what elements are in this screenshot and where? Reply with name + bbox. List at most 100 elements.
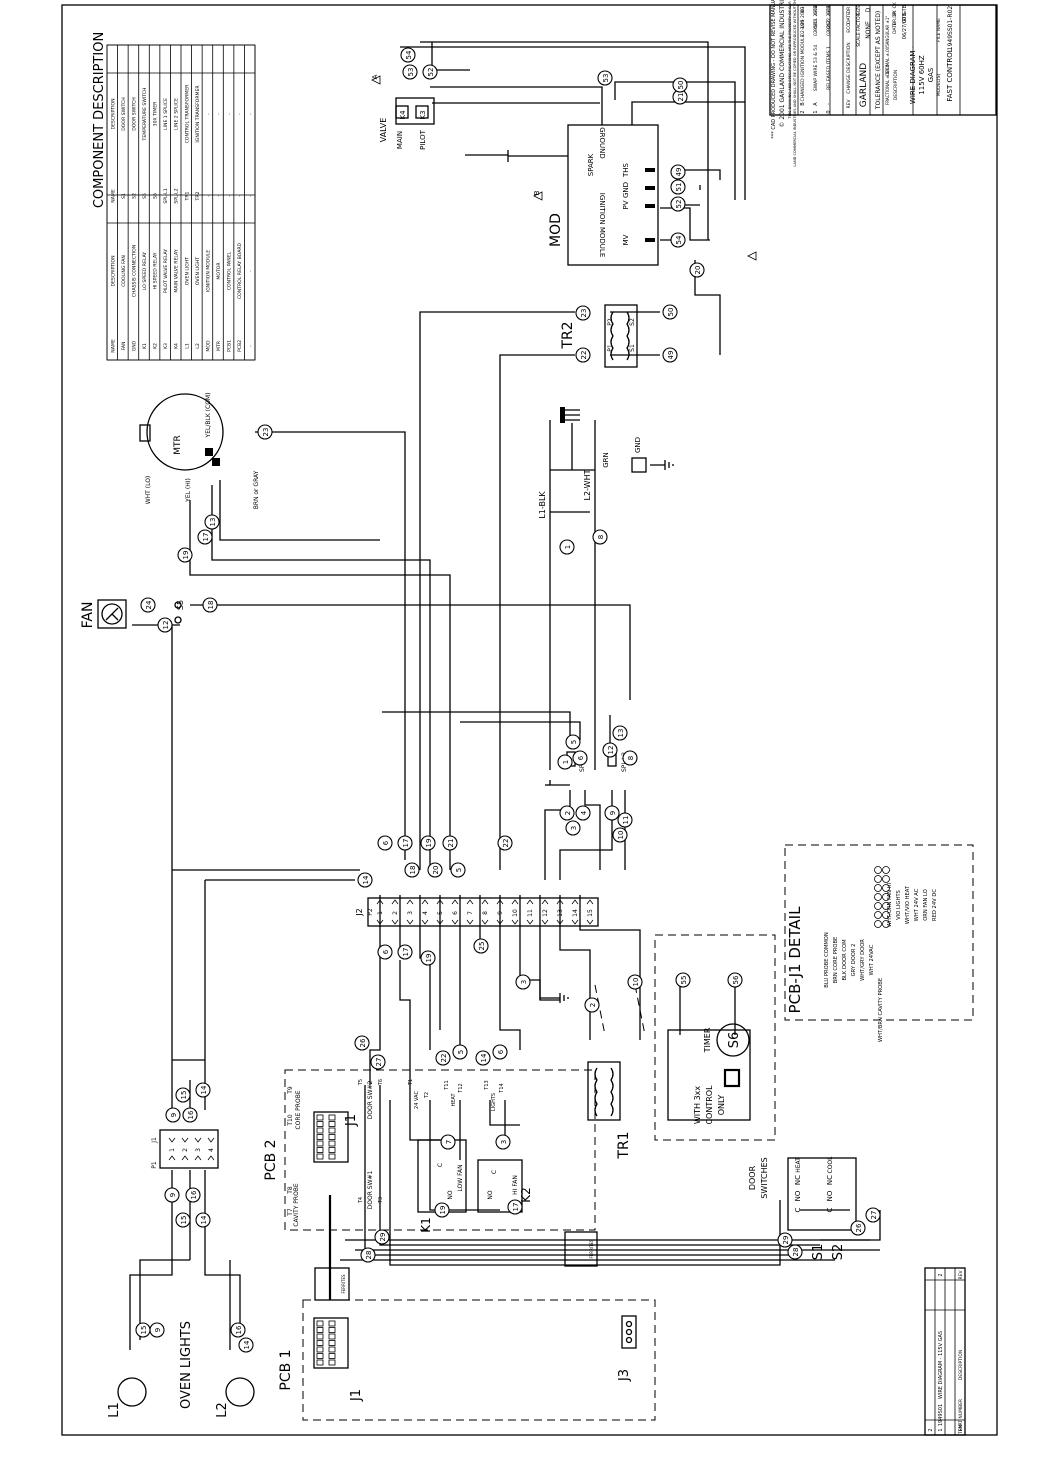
wire-number: 27 (870, 1211, 878, 1220)
wire-number-bubble: 4 (575, 805, 591, 821)
wire-number: 3 (570, 826, 578, 830)
detail-pin (882, 902, 890, 910)
wire-number-bubble: 21 (442, 835, 458, 851)
table-cell: S5 (142, 193, 148, 199)
wire-number: 19 (439, 1206, 447, 1215)
svg-text:L2-WHT: L2-WHT (583, 469, 592, 500)
wire-number: 22 (440, 1054, 448, 1063)
wire-number: 26 (359, 1038, 367, 1047)
wire-number-bubble: 6 (572, 750, 588, 766)
j2-pin-number: 14 (572, 909, 579, 917)
svg-text:S6: S6 (727, 1032, 742, 1049)
table-cell: PCB2 (237, 340, 243, 352)
wire-number-bubble: 55 (675, 972, 691, 988)
wire-number-bubble: 13 (612, 725, 628, 741)
svg-text:COOL: COOL (827, 1156, 834, 1174)
wire-number-bubble: 14 (238, 1337, 254, 1353)
svg-text:P1: P1 (151, 1161, 158, 1169)
rev-description: RELEASED ITEMS 1 (826, 46, 832, 90)
pcb1-label: PCB 1 (278, 1349, 294, 1390)
rev-header: CHANGE DESCRIPTION (846, 42, 852, 93)
wire-number: 7 (445, 1140, 453, 1144)
wire-number-bubble: 14 (357, 872, 373, 888)
wire-number: 8 (597, 535, 605, 539)
table-cell: - (249, 195, 254, 197)
wire-number: 16 (187, 1110, 195, 1119)
svg-text:CORE PROBE: CORE PROBE (295, 1090, 302, 1129)
table-cell: S2 (131, 193, 137, 199)
wire-number-bubble: 8 (592, 529, 608, 545)
svg-text:GND: GND (634, 437, 642, 453)
wire-number: 14 (243, 1340, 251, 1349)
wire-number: 17 (402, 948, 410, 957)
detail-wire-label: WHT 24V AC (914, 888, 920, 921)
detail-wire-label: WHT/GRY DOOR (860, 939, 866, 981)
svg-text:24 VAC: 24 VAC (414, 1091, 420, 1109)
wire-number-bubble: 12 (157, 617, 173, 633)
wire-number-bubble: 27 (865, 1207, 881, 1223)
svg-text:S1: S1 (629, 344, 636, 352)
svg-text:T4: T4 (358, 1197, 364, 1204)
wire-number: 49 (675, 168, 683, 177)
svg-text:T8: T8 (287, 1186, 294, 1195)
wire-number-bubble: 3 (515, 974, 531, 990)
wire-number: 23 (262, 428, 270, 437)
detail-wire-label: WHT/ORN FAN HI (887, 882, 893, 927)
ck-value: GTB (902, 4, 908, 15)
title-warning: *** CAD PRODUCED DRAWING - DO NOT REVISE… (771, 0, 777, 139)
wire-number-bubble: 22 (435, 1050, 451, 1066)
table-cell: - (228, 113, 233, 115)
size-value: D (865, 7, 872, 12)
connector-pin (316, 1353, 324, 1359)
wire-number-bubble: 1 (557, 754, 573, 770)
pcb2-board: PCB 2 J1 CORE PROBE CAVITY PROBE T9 T10 … (263, 1069, 596, 1233)
power-cord: L1-BLK L2-WHT GRN GND (538, 407, 647, 519)
detail-pin (882, 875, 890, 883)
j2-pin-number: 8 (482, 911, 489, 915)
rev-letter: - (826, 103, 832, 105)
k2-relay (477, 1159, 523, 1213)
wire-number: 19 (182, 551, 190, 560)
table-cell: L1 (184, 343, 190, 349)
table-cell: LINE 1 SPLICE (163, 98, 169, 130)
svg-text:A: A (371, 74, 379, 79)
j2-pin (391, 899, 399, 925)
pcb1-j1 (313, 1317, 349, 1369)
parts-item: 1 (938, 1428, 944, 1431)
wire-number-bubble: 16 (230, 1322, 246, 1338)
wire-number-bubble: 29 (374, 1229, 390, 1245)
wire-number: 14 (480, 1053, 488, 1062)
svg-text:NO: NO (447, 1190, 454, 1199)
wire-number-bubble: 18 (404, 862, 420, 878)
wire-number-bubble: 15 (175, 1212, 191, 1228)
wire-number: 20 (694, 266, 702, 275)
table-cell: TR2 (195, 191, 201, 201)
rev-header: DR (846, 7, 852, 14)
svg-text:SWITCHES: SWITCHES (760, 1157, 769, 1199)
wire-number-bubble: 52 (422, 64, 438, 80)
table-cell: OVEN LIGHT (184, 257, 190, 285)
connector-pin (328, 1320, 336, 1327)
wire-number-bubble: 17 (397, 835, 413, 851)
wire-number: 5 (570, 740, 578, 744)
table-cell: DOOR SWITCH (121, 97, 127, 130)
svg-text:C: C (437, 1163, 444, 1167)
j2-pin-number: 12 (542, 909, 549, 917)
svg-text:NO: NO (826, 1190, 834, 1201)
wire-number: 55 (680, 976, 688, 985)
detail-pin (882, 884, 890, 892)
tr1-transformer: TR1 (587, 1061, 632, 1160)
file-value: 1949SS01-R02 (947, 6, 954, 51)
wire-number: 9 (154, 1328, 162, 1332)
detail-pin (874, 866, 882, 874)
parts-description: WIRE DIAGRAM - 115V GAS (938, 1331, 944, 1399)
parts-header: DESCRIPTION (958, 1350, 964, 1380)
detail-pin (874, 875, 882, 883)
connector-pin (328, 1333, 336, 1340)
wire-number-bubble: 3 (495, 1134, 511, 1150)
wire-number-bubble: 10 (627, 974, 643, 990)
wire-number: 26 (855, 1223, 863, 1232)
